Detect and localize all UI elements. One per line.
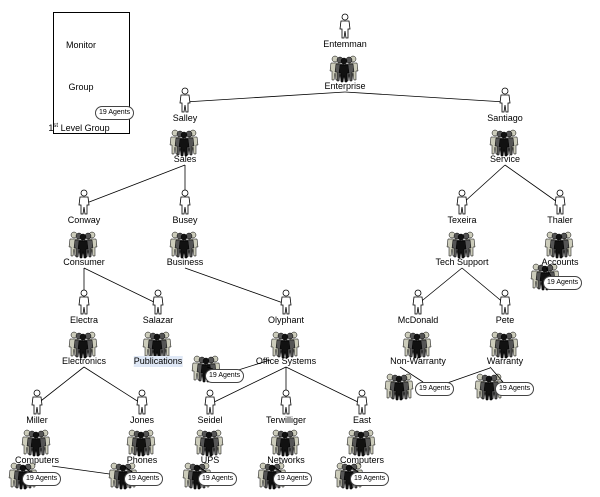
agents-badge-non-warranty[interactable]: 19 Agents [415,382,455,396]
legend-first-level-label: 1st Level Group [48,123,110,133]
node-label-jones[interactable]: Jones [129,415,155,425]
node-label-entemman[interactable]: Entemman [323,39,367,49]
agents-badge-accounts[interactable]: 19 Agents [543,276,583,290]
agents-badge-ups[interactable]: 19 Agents [198,472,238,486]
node-label-computers-left[interactable]: Computers [14,455,60,465]
node-label-accounts[interactable]: Accounts [541,257,579,267]
node-label-mcdonald[interactable]: McDonald [397,315,439,325]
legend-group-label: Group [68,82,94,92]
node-label-sales[interactable]: Sales [173,154,197,164]
node-label-ups[interactable]: UPS [200,455,220,465]
node-label-electronics[interactable]: Electronics [61,356,107,366]
legend-agents-badge: 19 Agents [95,106,135,120]
node-label-business[interactable]: Business [166,257,204,267]
node-label-miller[interactable]: Miller [26,415,48,425]
node-label-salazar[interactable]: Salazar [142,315,174,325]
node-label-enterprise[interactable]: Enterprise [324,81,366,91]
node-label-computers-right[interactable]: Computers [339,455,385,465]
node-label-service[interactable]: Service [489,154,521,164]
node-label-non-warranty[interactable]: Non-Warranty [390,356,446,366]
node-label-seidel[interactable]: Seidel [197,415,223,425]
node-label-olyphant[interactable]: Olyphant [267,315,305,325]
node-label-tech-support[interactable]: Tech Support [435,257,489,267]
agents-badge-publications[interactable]: 19 Agents [205,369,245,383]
legend-monitor-label: Monitor [65,40,97,50]
node-label-texeira[interactable]: Texeira [447,215,477,225]
agents-badge-warranty[interactable]: 19 Agents [495,382,535,396]
node-label-electra[interactable]: Electra [69,315,99,325]
node-label-publications[interactable]: Publications [133,356,183,367]
node-label-consumer[interactable]: Consumer [63,257,105,267]
node-label-conway[interactable]: Conway [67,215,101,225]
node-label-pete[interactable]: Pete [495,315,515,325]
node-label-thaler[interactable]: Thaler [547,215,573,225]
node-label-busey[interactable]: Busey [172,215,198,225]
agents-badge-networks[interactable]: 19 Agents [273,472,313,486]
node-label-networks[interactable]: Networks [267,455,305,465]
node-label-salley[interactable]: Salley [172,113,198,123]
agents-badge-computers-left[interactable]: 19 Agents [22,472,62,486]
node-label-santiago[interactable]: Santiago [487,113,523,123]
node-label-terwilliger[interactable]: Terwilliger [265,415,307,425]
agents-badge-phones[interactable]: 19 Agents [124,472,164,486]
node-label-office-systems[interactable]: Office Systems [255,356,317,366]
node-label-east[interactable]: East [352,415,372,425]
node-label-phones[interactable]: Phones [126,455,158,465]
agents-badge-computers-right[interactable]: 19 Agents [350,472,390,486]
node-label-warranty[interactable]: Warranty [486,356,524,366]
